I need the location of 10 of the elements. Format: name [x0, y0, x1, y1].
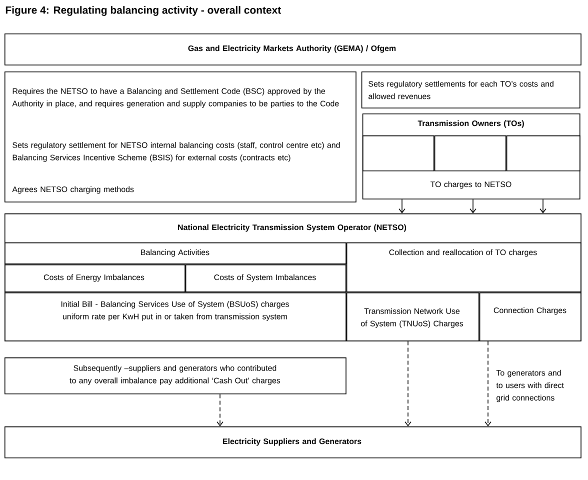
table-cell — [506, 135, 580, 172]
figure-title: Figure 4: Regulating balancing activity - overall context — [6, 6, 281, 16]
arrow — [398, 199, 406, 214]
table-cell — [362, 135, 434, 172]
table-cell — [434, 135, 506, 172]
arrow — [484, 340, 492, 426]
arrow — [470, 199, 476, 214]
arrow — [540, 199, 546, 214]
arrow — [216, 394, 224, 426]
arrow — [404, 340, 412, 426]
